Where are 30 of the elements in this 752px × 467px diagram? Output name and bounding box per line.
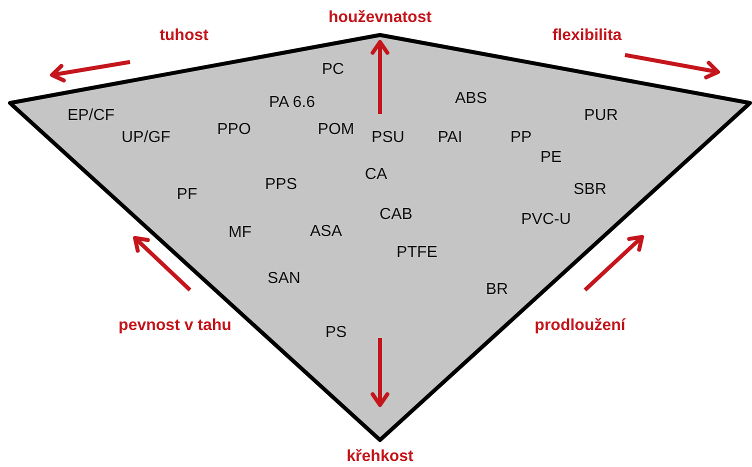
property-label: flexibilita xyxy=(552,27,622,45)
polymer-label: CA xyxy=(364,166,388,184)
polymer-label: ASA xyxy=(310,223,342,241)
polymer-label: PTFE xyxy=(396,244,438,262)
polymer-label: PVC-U xyxy=(521,211,571,229)
property-label: křehkost xyxy=(346,448,414,466)
polymer-label: PP xyxy=(510,129,532,147)
polymer-label: PAI xyxy=(438,129,462,147)
polymer-label: PSU xyxy=(372,129,404,147)
property-label: houževnatost xyxy=(328,9,432,27)
polymer-label: PPO xyxy=(217,121,251,139)
polymer-label: PS xyxy=(325,324,347,342)
property-label: prodloužení xyxy=(534,317,626,335)
polymer-label: MF xyxy=(228,224,252,242)
polymer-label: PE xyxy=(540,149,562,167)
polymer-label: PPS xyxy=(265,176,297,194)
polymer-label: CAB xyxy=(380,206,412,224)
polymer-label: SBR xyxy=(574,181,606,199)
polymer-label: UP/GF xyxy=(122,129,170,147)
polymer-label: EP/CF xyxy=(67,107,115,125)
polymer-label: ABS xyxy=(455,90,487,108)
polymer-label: PC xyxy=(322,61,344,79)
polymer-label: SAN xyxy=(268,270,300,288)
polymer-label: POM xyxy=(318,121,354,139)
property-label: pevnost v tahu xyxy=(118,317,232,335)
polymer-label: BR xyxy=(486,281,508,299)
property-label: tuhost xyxy=(160,27,208,45)
polymer-label: PUR xyxy=(584,107,618,125)
polymer-label: PF xyxy=(176,186,198,204)
polymer-label: PA 6.6 xyxy=(269,94,315,112)
